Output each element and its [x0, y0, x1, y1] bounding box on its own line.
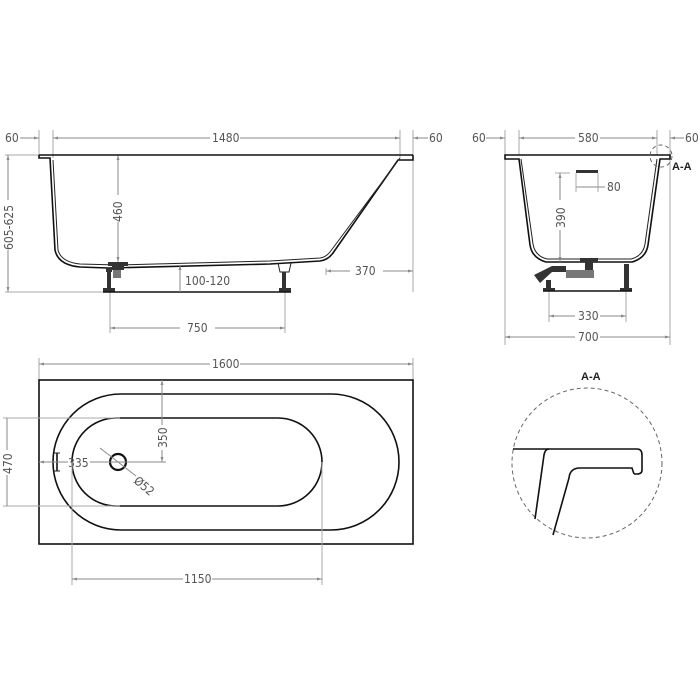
- detail-label: A-A: [581, 371, 601, 383]
- dim-slope-offset: 370: [355, 264, 376, 278]
- dim-bottom-length: 1150: [184, 572, 212, 586]
- end-view: 60 580 60 80 390 330: [472, 130, 699, 345]
- dim-bottom-width: 470: [1, 453, 15, 474]
- side-view: 60 1480 60 605-625 460 100-120 370: [2, 130, 443, 335]
- dim-overall-length: 1600: [212, 357, 240, 371]
- dim-overflow-height: 390: [554, 207, 568, 228]
- dim-overall-height: 605-625: [2, 205, 16, 250]
- dim-overall-width: 700: [578, 330, 599, 344]
- dim-rim-right: 60: [429, 131, 443, 145]
- dim-inner-width: 580: [578, 131, 599, 145]
- plan-view: 1600 470 Ø52 335 350 1150: [1, 357, 414, 586]
- dim-leg-height: 100-120: [185, 274, 230, 288]
- dim-overflow-width: 80: [607, 180, 621, 194]
- dim-drain-from-end: 335: [68, 456, 89, 470]
- dim-inner-length: 1480: [212, 131, 240, 145]
- dim-rim-left: 60: [5, 131, 19, 145]
- dim-end-rim-left: 60: [472, 131, 486, 145]
- dim-end-leg-spacing: 330: [578, 309, 599, 323]
- dim-drain-from-rim: 350: [156, 427, 170, 448]
- dim-drain-diameter: Ø52: [131, 474, 157, 499]
- dim-leg-spacing: 750: [187, 321, 208, 335]
- detail-view: A-A: [511, 371, 663, 539]
- section-marker-label: A-A: [672, 161, 692, 173]
- dim-end-rim-right: 60: [685, 131, 699, 145]
- dim-depth: 460: [111, 201, 125, 222]
